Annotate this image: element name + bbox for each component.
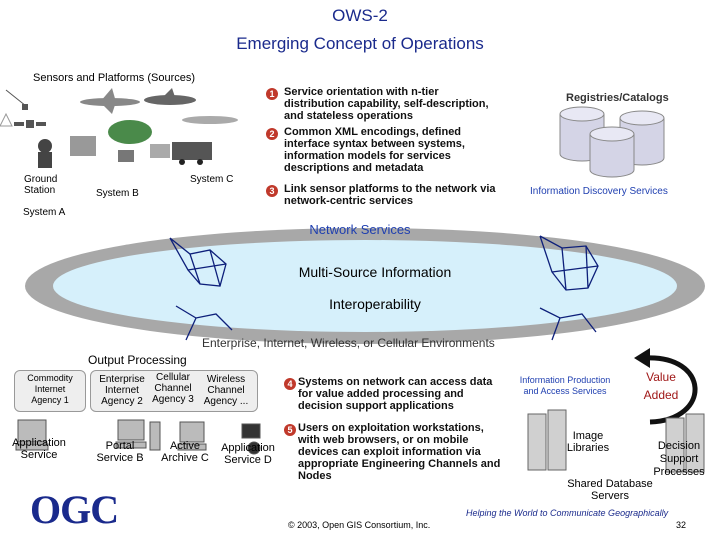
value-added-label: Value Added bbox=[643, 370, 679, 402]
registries-label: Registries/Catalogs bbox=[566, 92, 669, 104]
channel-line: Agency ... bbox=[203, 396, 249, 407]
app-application-service-d: Application Service D bbox=[214, 442, 282, 466]
channel-line: Agency 1 bbox=[31, 395, 69, 405]
channel-wireless: Wireless Channel Agency ... bbox=[198, 374, 254, 407]
copyright: © 2003, Open GIS Consortium, Inc. bbox=[288, 520, 431, 530]
channel-line: Agency 2 bbox=[101, 396, 143, 407]
title-line-1: OWS-2 bbox=[332, 6, 388, 25]
ground-station-icon bbox=[38, 139, 52, 168]
network-graph-bottom bbox=[175, 305, 597, 341]
channel-enterprise-internet: Enterprise Internet Agency 2 bbox=[94, 374, 150, 407]
aircraft-icon bbox=[80, 88, 238, 124]
system-b-label: System B bbox=[96, 188, 139, 199]
sensor-platforms-illustration bbox=[0, 88, 238, 168]
bullet-3: 3 Link sensor platforms to the network v… bbox=[266, 183, 496, 207]
system-c-label: System C bbox=[190, 174, 234, 185]
bullet-number: 1 bbox=[266, 88, 278, 100]
bullet-4: 4 Systems on network can access data for… bbox=[284, 376, 504, 412]
bullet-text: Link sensor platforms to the network via… bbox=[284, 183, 496, 207]
channel-line: Channel bbox=[154, 383, 192, 394]
page-number: 32 bbox=[676, 520, 687, 530]
database-cylinders bbox=[559, 106, 665, 178]
network-services-label: Network Services bbox=[309, 222, 411, 237]
image-libraries-label: Image Libraries bbox=[566, 430, 610, 454]
channel-line: Enterprise bbox=[99, 374, 145, 385]
channel-line: Cellular bbox=[156, 372, 190, 383]
system-a-label: System A bbox=[23, 207, 66, 218]
app-line: Application bbox=[12, 437, 66, 449]
bullet-text: Systems on network can access data for v… bbox=[298, 376, 493, 412]
channel-line: Agency 3 bbox=[152, 394, 194, 405]
sensors-header: Sensors and Platforms (Sources) bbox=[33, 72, 196, 84]
decision-support-label: Decision Support Processes bbox=[653, 440, 705, 478]
info-production-label: Information Production and Access Servic… bbox=[519, 375, 611, 396]
title-line-2: Emerging Concept of Operations bbox=[236, 34, 484, 53]
channel-line: Internet bbox=[34, 384, 66, 394]
bullet-text: Users on exploitation workstations, with… bbox=[298, 422, 501, 482]
app-active-archive: Active Archive C bbox=[154, 440, 216, 464]
discovery-services-label: Information Discovery Services bbox=[530, 186, 668, 197]
channel-cellular: Cellular Channel Agency 3 bbox=[148, 372, 198, 405]
ogc-logo: OGC bbox=[30, 487, 119, 532]
bullet-2: 2 Common XML encodings, defined interfac… bbox=[266, 126, 496, 174]
app-line: Active bbox=[170, 440, 200, 452]
bullet-number: 2 bbox=[266, 128, 278, 140]
environments-label: Enterprise, Internet, Wireless, or Cellu… bbox=[202, 336, 495, 350]
server-racks bbox=[527, 409, 705, 473]
shared-database-label: Shared Database Servers bbox=[567, 478, 653, 502]
workstation-icons bbox=[15, 419, 261, 455]
network-ellipse bbox=[25, 228, 705, 344]
channel-commodity-internet: Commodity Internet Agency 1 bbox=[14, 370, 86, 412]
multi-source-label: Multi-Source Information bbox=[298, 264, 452, 280]
satellite-icon bbox=[5, 89, 46, 128]
field-vehicles-icon bbox=[70, 120, 212, 165]
bullet-number: 4 bbox=[284, 378, 296, 390]
computer-icon bbox=[17, 419, 47, 443]
output-processing-header: Output Processing bbox=[88, 353, 187, 367]
channel-line: Commodity bbox=[27, 373, 73, 383]
interoperability-label: Interoperability bbox=[329, 296, 421, 312]
network-graph-left bbox=[169, 237, 227, 287]
app-line: Portal bbox=[105, 440, 135, 452]
app-portal-service: Portal Service B bbox=[88, 440, 152, 464]
app-line: Archive C bbox=[161, 452, 209, 464]
app-line: Application bbox=[221, 442, 275, 454]
bullet-number: 3 bbox=[266, 185, 278, 197]
bullet-text: Common XML encodings, defined interface … bbox=[284, 126, 465, 174]
arrow-icon bbox=[0, 112, 13, 127]
ground-station-label: Ground Station bbox=[24, 174, 58, 196]
app-line: Service B bbox=[96, 452, 144, 464]
app-line: Service bbox=[20, 449, 58, 461]
channel-group bbox=[90, 370, 258, 412]
app-line: Service D bbox=[224, 454, 272, 466]
network-graph-right bbox=[539, 235, 599, 291]
bullet-text: Service orientation with n-tier distribu… bbox=[284, 86, 489, 122]
tagline: Helping the World to Communicate Geograp… bbox=[466, 508, 669, 518]
app-application-service: Application Service bbox=[4, 437, 74, 461]
channel-line: Channel bbox=[207, 385, 245, 396]
channel-line: Wireless bbox=[206, 374, 246, 385]
bullet-1: 1 Service orientation with n-tier distri… bbox=[266, 86, 496, 122]
bullet-number: 5 bbox=[284, 424, 296, 436]
channel-line: Internet bbox=[105, 385, 139, 396]
bullet-5: 5 Users on exploitation workstations, wi… bbox=[284, 422, 504, 482]
